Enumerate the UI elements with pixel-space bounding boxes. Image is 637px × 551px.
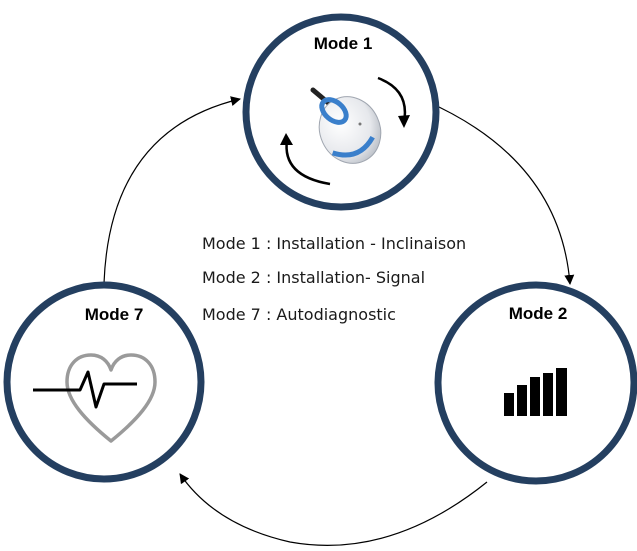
arrow-mode2-to-mode7 — [179, 473, 488, 546]
mode2-node: Mode 2 — [434, 281, 637, 485]
mode7-title: Mode 7 — [85, 305, 144, 324]
mode-legend: Mode 1 : Installation - Inclinaison Mode… — [202, 234, 466, 324]
legend-mode7: Mode 7 : Autodiagnostic — [202, 305, 396, 324]
arrow-mode7-to-mode1 — [103, 96, 241, 284]
legend-mode2: Mode 2 : Installation- Signal — [202, 268, 425, 287]
heartbeat-icon — [33, 353, 157, 443]
mode7-circle — [3, 281, 205, 483]
sensor-rotation-icon — [280, 76, 410, 186]
mode7-node: Mode 7 — [3, 281, 205, 483]
mode2-title: Mode 2 — [509, 304, 568, 323]
arrow-mode1-to-mode2 — [425, 100, 575, 285]
legend-mode1: Mode 1 : Installation - Inclinaison — [202, 234, 466, 253]
signal-bars-icon — [504, 368, 567, 416]
mode1-title: Mode 1 — [314, 34, 373, 53]
mode1-node: Mode 1 — [242, 13, 440, 211]
